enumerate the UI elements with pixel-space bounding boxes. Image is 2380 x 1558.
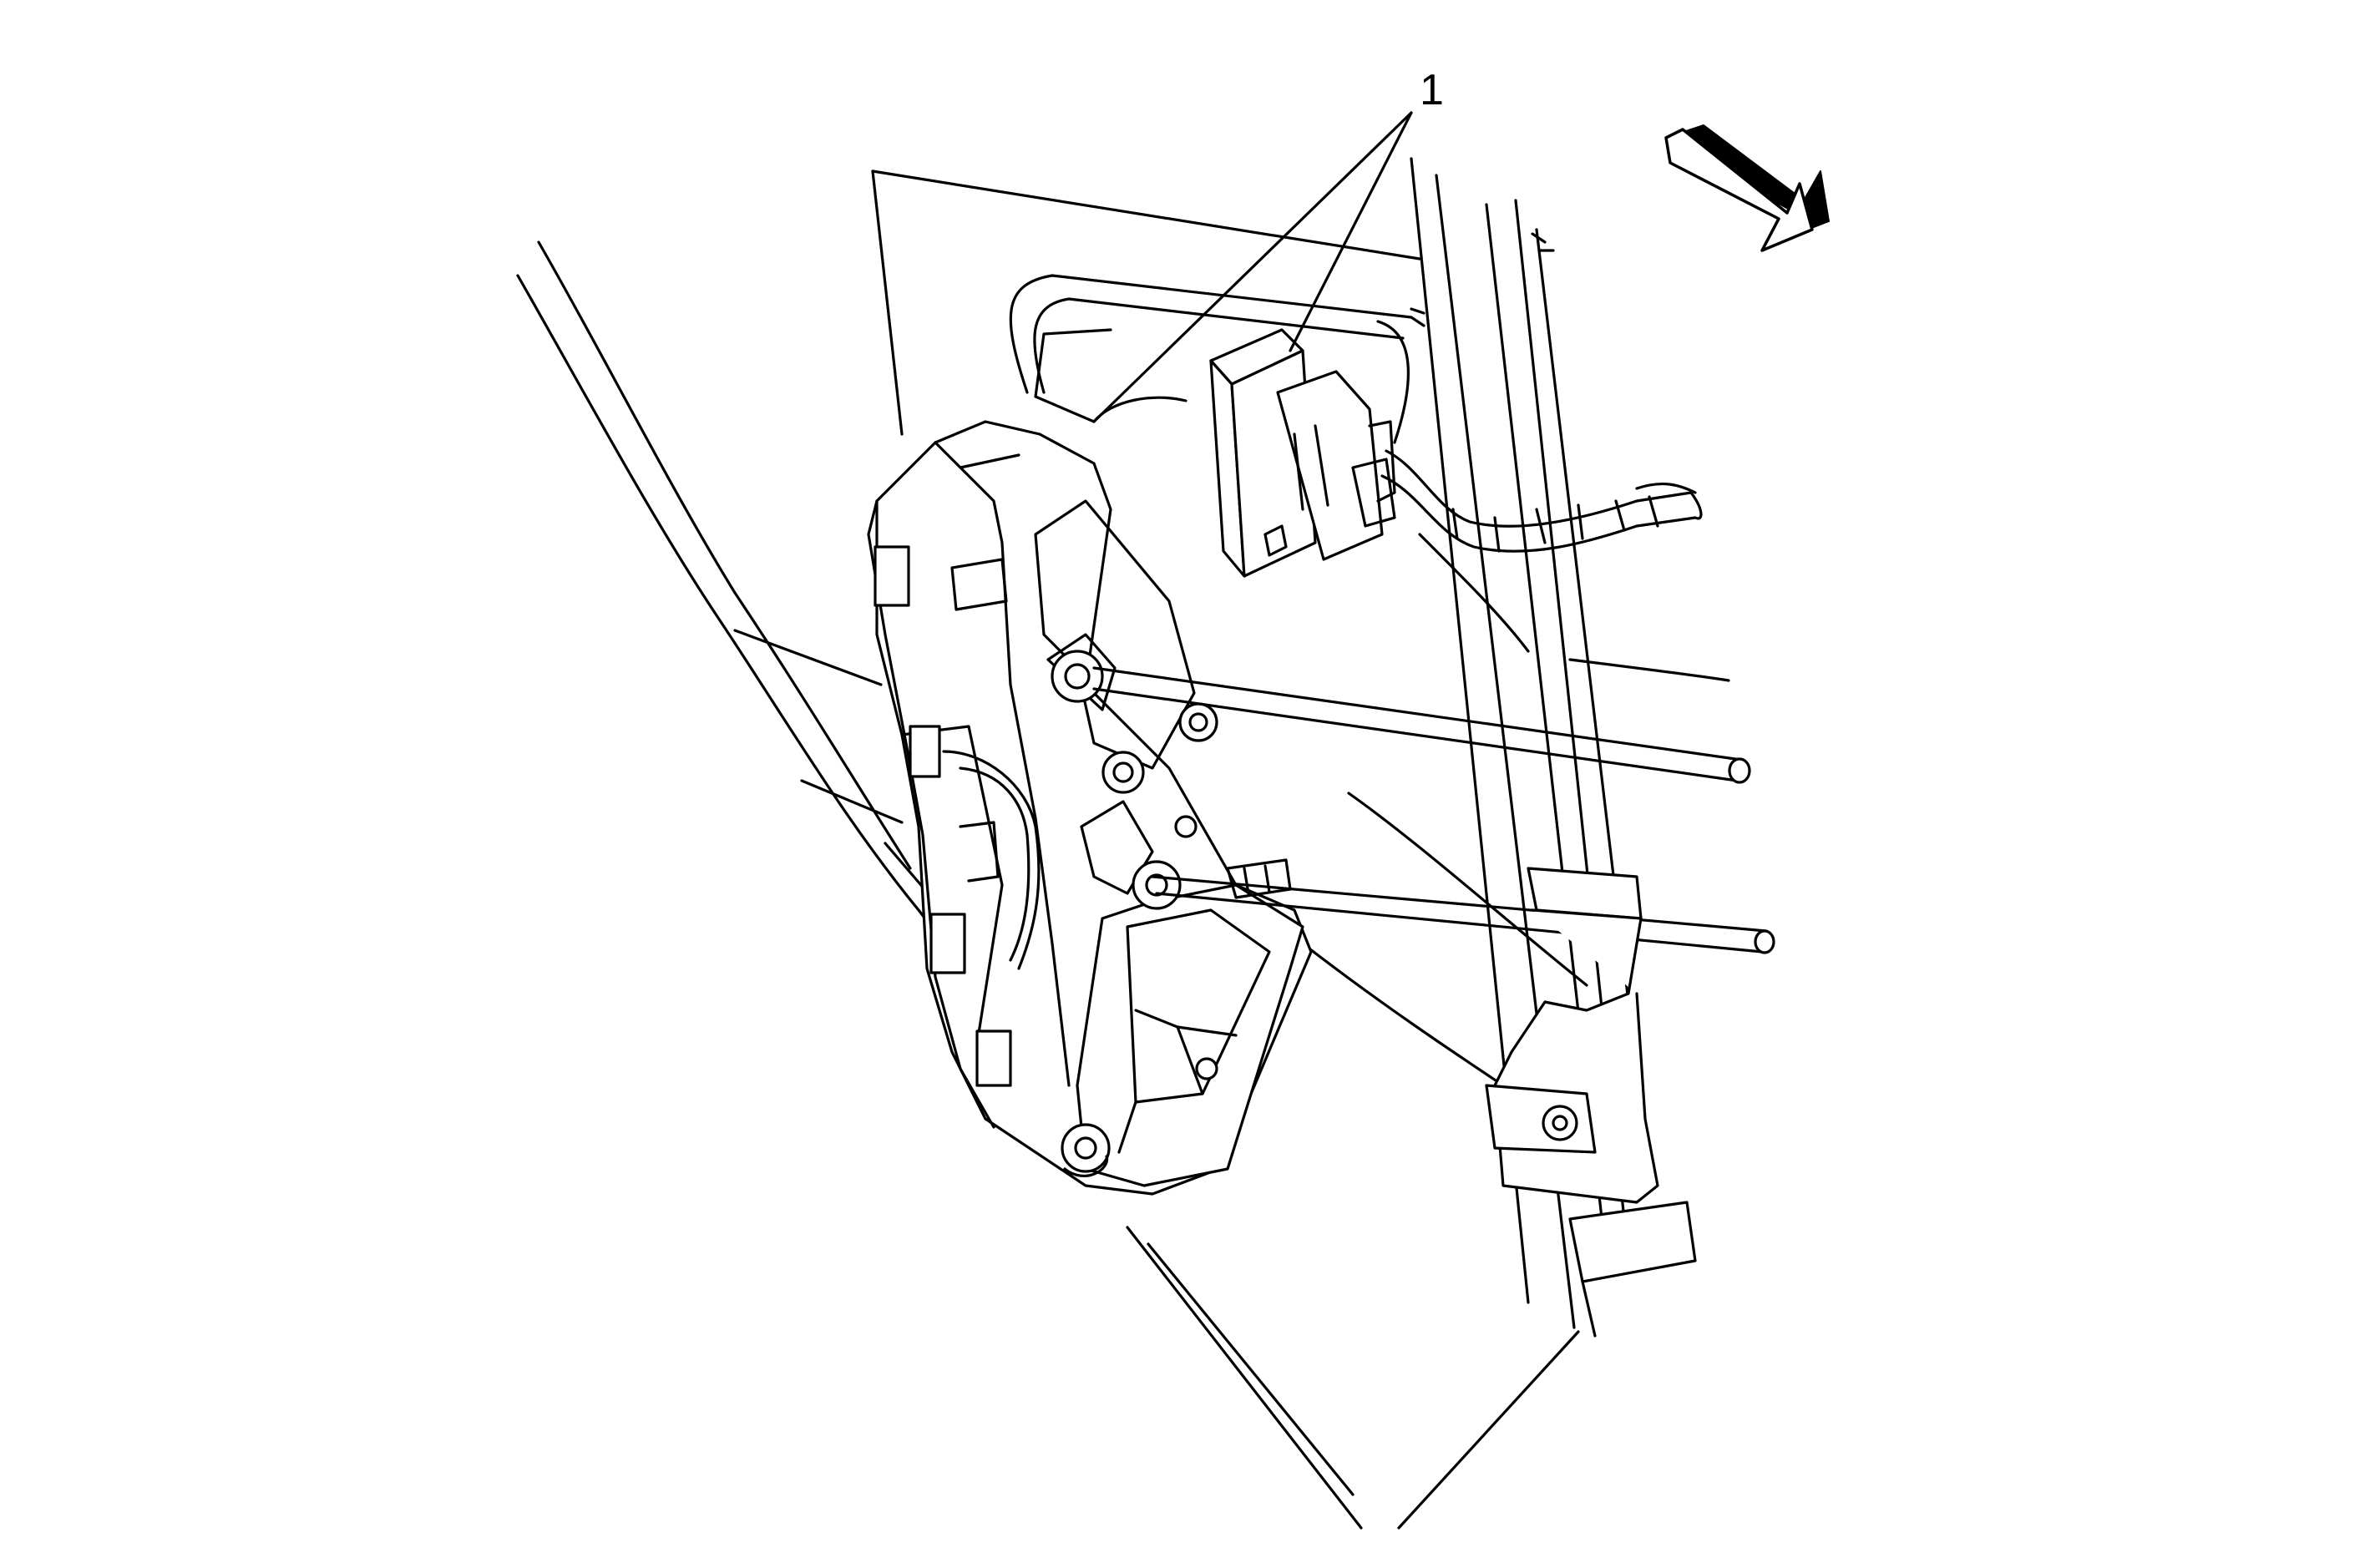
electrical-connector xyxy=(1209,328,1396,578)
pillar-bracket xyxy=(1485,867,1697,1338)
wiring-harness xyxy=(1380,449,1703,553)
callout-label-1: 1 xyxy=(1420,66,1444,114)
direction-arrow-icon xyxy=(1664,124,1830,252)
actuator-rods xyxy=(1092,666,1775,954)
latch-assembly xyxy=(867,420,1313,1196)
callout-1: 1 xyxy=(1092,66,1444,423)
mounting-bracket xyxy=(1009,274,1425,444)
